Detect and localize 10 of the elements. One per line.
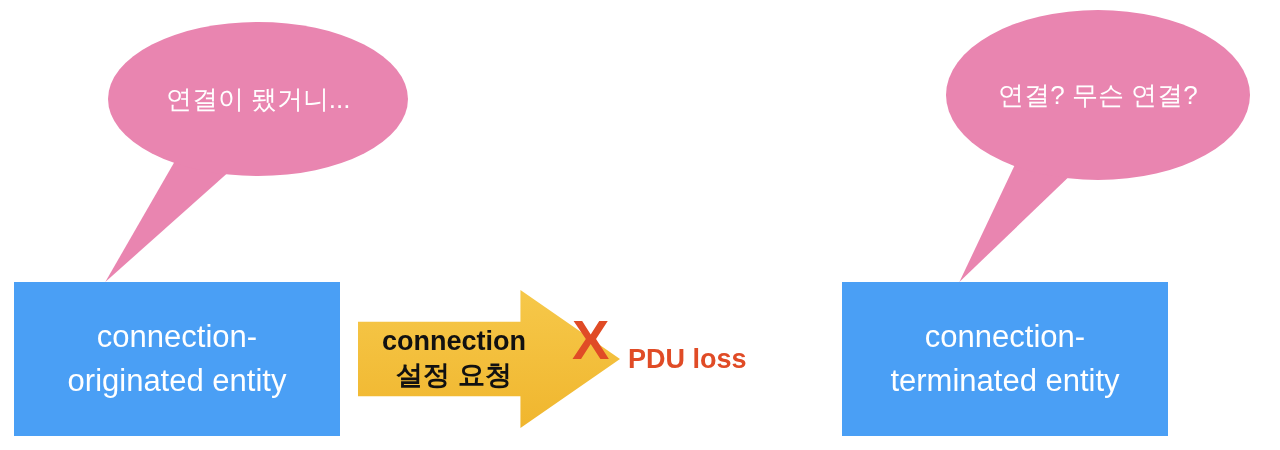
entity-name: connection- originated entity bbox=[66, 318, 288, 400]
entity-name: connection- terminated entity bbox=[889, 318, 1121, 400]
speech-bubble-tail bbox=[959, 163, 1070, 282]
speech-bubble-tail bbox=[105, 160, 229, 282]
entity-box bbox=[14, 282, 340, 436]
arrow-label: connection 설정 요청 bbox=[381, 325, 527, 392]
entity-box bbox=[842, 282, 1168, 436]
speech-text: 연결이 됐거니... bbox=[165, 82, 351, 116]
loss-label: PDU loss bbox=[628, 346, 747, 373]
speech-text: 연결? 무슨 연결? bbox=[998, 78, 1198, 112]
